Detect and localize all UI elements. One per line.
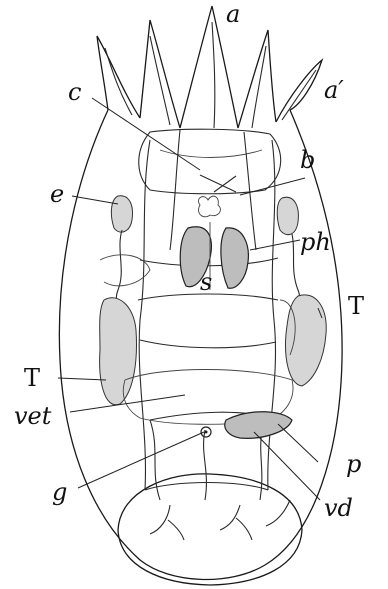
label-b: b	[300, 146, 315, 174]
collar-region	[139, 129, 281, 194]
posterior-disc	[118, 474, 302, 585]
right-organs	[277, 197, 326, 386]
label-vet: vet	[14, 402, 52, 430]
leader-lines	[58, 98, 322, 500]
label-e: e	[50, 180, 64, 208]
organ-e-left	[111, 196, 132, 232]
tentacles	[97, 6, 322, 128]
organ-p	[225, 412, 292, 439]
label-T-left: T	[24, 364, 40, 392]
tentacle-2	[140, 20, 180, 128]
label-a-prime: a′	[324, 76, 344, 104]
label-ph: ph	[300, 228, 331, 256]
tentacle-5	[276, 60, 322, 122]
label-vd: vd	[324, 494, 353, 522]
organ-T-left	[100, 298, 137, 405]
label-g: g	[52, 478, 67, 506]
label-c: c	[68, 78, 81, 106]
tentacle-4	[238, 30, 276, 128]
label-p: p	[346, 450, 361, 478]
label-a: a	[226, 0, 240, 28]
label-T-right: T	[348, 292, 364, 320]
label-s: s	[200, 268, 212, 296]
pharynx	[180, 196, 248, 290]
organ-e-right	[277, 197, 298, 234]
